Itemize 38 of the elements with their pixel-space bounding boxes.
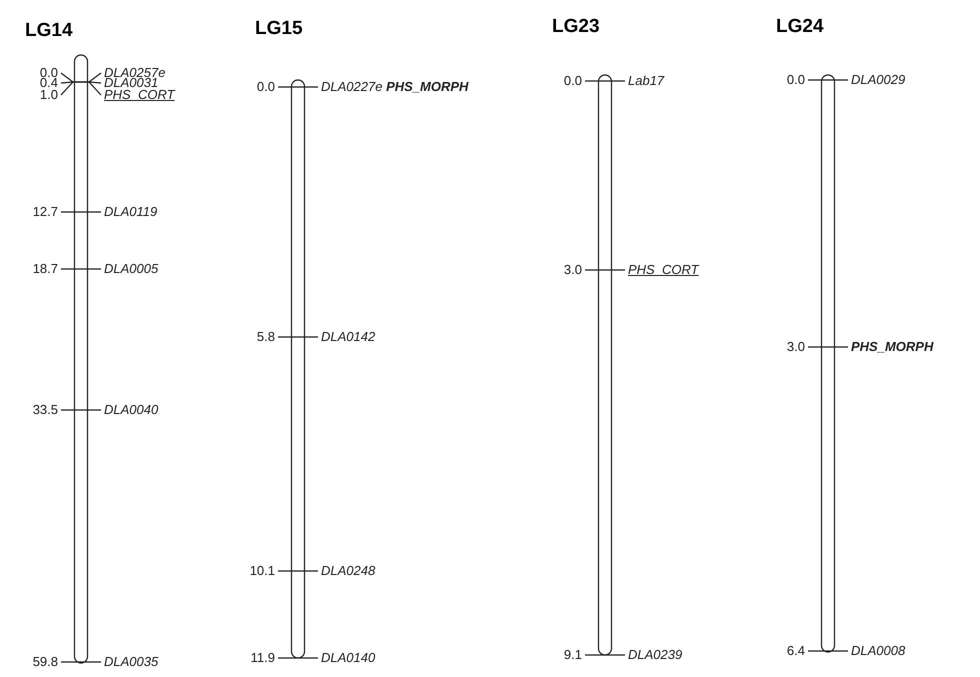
marker-name: DLA0040 [104, 402, 158, 417]
map-position: 11.9 [250, 650, 275, 665]
chromosome-bar [820, 74, 836, 653]
marker-name: PHS_CORT [628, 262, 699, 277]
marker-name: Lab17 [628, 73, 664, 88]
group-title: LG15 [255, 18, 303, 40]
marker-name: PHS_CORT [104, 87, 175, 102]
marker-name: DLA0119 [104, 204, 158, 219]
marker-name: DLA0248 [321, 563, 376, 578]
map-position: 0.0 [564, 73, 582, 88]
group-title: LG14 [25, 20, 73, 42]
map-position: 10.1 [250, 563, 275, 578]
map-position: 1.0 [40, 87, 58, 102]
marker-name: DLA0140 [321, 650, 376, 665]
marker-name: DLA0227e PHS_MORPH [321, 79, 468, 94]
map-position: 0.0 [256, 79, 275, 94]
chromosome-bar [74, 54, 88, 664]
marker-name: DLA0005 [104, 261, 158, 276]
marker-name: DLA0029 [851, 72, 906, 87]
map-position: 3.0 [786, 339, 805, 354]
marker-name: DLA0035 [104, 654, 158, 669]
map-position: 12.7 [32, 204, 58, 219]
map-position: 33.5 [32, 402, 58, 417]
map-position: 3.0 [564, 262, 582, 277]
marker-name: DLA0008 [851, 643, 906, 658]
chromosome-bar [290, 79, 306, 659]
group-title: LG24 [776, 16, 824, 38]
map-position: 6.4 [786, 643, 805, 658]
map-position: 9.1 [564, 647, 582, 662]
marker-name: PHS_MORPH [851, 339, 934, 354]
marker-name: DLA0142 [321, 329, 376, 344]
map-position: 59.8 [32, 654, 58, 669]
map-position: 5.8 [256, 329, 275, 344]
map-position: 0.0 [786, 72, 805, 87]
map-position: 18.7 [32, 261, 58, 276]
group-title: LG23 [552, 16, 600, 38]
marker-name: DLA0239 [628, 647, 682, 662]
chromosome-bar [598, 74, 612, 656]
